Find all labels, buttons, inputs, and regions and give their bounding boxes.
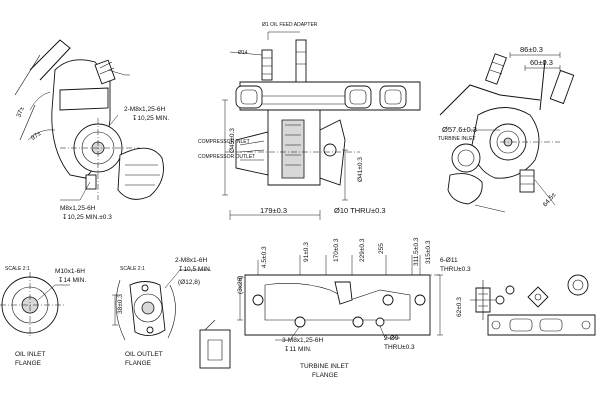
flange-bottom-holes: 2-Ø9 [384,335,399,342]
side-top-note: Ø1 OIL FEED ADAPTER [262,22,318,28]
side-thru-dim: Ø10 THRU±0.3 [334,206,386,215]
right-dim-86: 86±0.3 [520,45,543,54]
oil-outlet-depth: ↧10,5 MIN. [178,265,212,273]
oil-inlet-label-1: OIL INLET [15,351,45,358]
oil-outlet-label-1: OIL OUTLET [125,351,163,358]
front-angle-a: 37± [16,106,26,119]
actuator-can [117,147,164,200]
front-depth-bottom: ↧10,25 MIN.±0.3 [62,213,112,221]
side-small-dim: Ø14 [238,50,248,56]
flange-top-dim-6: 315±0.3 [425,240,432,264]
flange-dim-62: 62±0.3 [456,297,463,317]
flange-dim-3x26: (3x26) [237,276,244,294]
right-dim-60: 60±0.3 [530,58,553,67]
front-thread-top: 2-M8x1,25-6H [124,106,165,113]
side-compressor-inlet: COMPRESSOR INLET [198,139,250,145]
oil-inlet-depth: ↧14 MIN. [58,276,86,284]
flange-top-dim-3: 229±0.3 [359,238,366,262]
right-turbine-inlet: TURBINE INLET [438,136,476,142]
side-dia-right: Ø41±0.3 [357,157,364,182]
oil-outlet-label-2: FLANGE [125,360,152,367]
side-width-dim: 179±0.3 [260,206,287,215]
flange-top-dim-2: 170±0.3 [333,238,340,262]
oil-outlet-view [112,269,210,341]
right-view [439,52,575,213]
oil-outlet-scale: SCALE 2:1 [120,266,145,272]
flange-top-dim-5: 311.5±0.3 [413,237,420,266]
flange-top-dim-0: 4.5±0.3 [261,246,268,268]
flange-bottom-thread: 3-M8x1,25-6H [282,337,323,344]
manifold-gasket [487,314,596,336]
flange-bottom-thru: THRU±0.3 [384,344,415,351]
flange-bottom-depth: ↧11 MIN. [284,345,312,353]
flange-holes: 6-Ø11 [440,257,458,264]
side-compressor-outlet: COMPRESSOR OUTLET [198,154,255,160]
oil-inlet-thread: M10x1-6H [55,268,85,275]
gaskets-and-hardware [470,274,596,336]
front-thread-bottom: M8x1,25-6H [60,205,96,212]
oil-gasket [527,286,549,308]
front-view [14,39,164,201]
flange-label-2: FLANGE [312,372,339,379]
round-gasket [567,274,589,296]
flange-top-dim-1: 91±0.3 [303,242,310,262]
flange-holes-thru: THRU±0.3 [440,266,471,273]
oil-outlet-thread: 2-M8x1-6H [175,257,207,264]
flange-top-dim-4: 255 [378,243,385,254]
side-dia-left: Ø45±0.3 [229,128,236,153]
turbine-flange-view [199,255,443,369]
oil-inlet-scale: SCALE 2:1 [5,266,30,272]
right-dia-57: Ø57.6±0.3 [442,125,477,134]
oil-inlet-label-2: FLANGE [15,360,42,367]
front-depth-top: ↧10,25 MIN. [132,114,169,122]
oil-inlet-view [0,272,70,338]
oil-outlet-dim-38: 38±0.3 [117,294,124,314]
side-view [222,31,421,220]
oil-outlet-dia: (Ø12,8) [178,279,200,286]
right-angle-dim: 64.5± [542,191,558,208]
flange-label-1: TURBINE INLET [300,363,349,370]
